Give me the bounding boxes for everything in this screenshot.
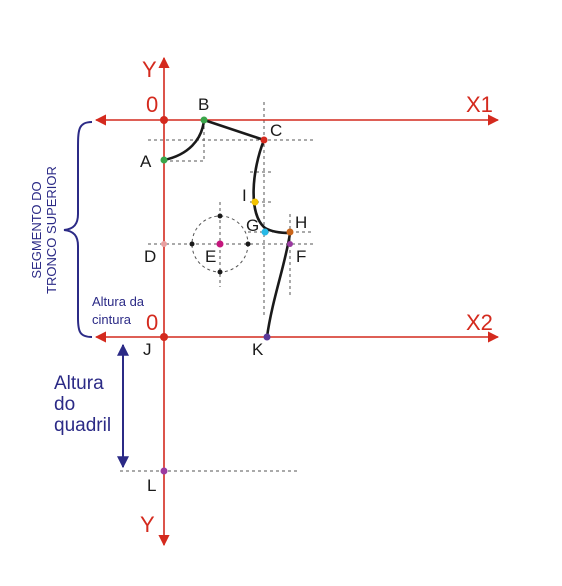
waist-label-line2: cintura: [92, 312, 132, 327]
label-l: L: [147, 476, 156, 495]
side-seam: [265, 231, 292, 339]
label-i: I: [242, 186, 247, 205]
neck-curve: [162, 118, 206, 162]
hip-label-line1: Altura: [54, 373, 104, 394]
point-l: [160, 467, 168, 475]
armhole-curve: [252, 138, 292, 235]
label-g: G: [246, 216, 259, 235]
origin-label-bottom: 0: [146, 310, 158, 335]
blue-guides: [63, 121, 129, 469]
segment-label-line1: SEGMENTO DO: [29, 181, 44, 278]
segment-label-line2: TRONCO SUPERIOR: [44, 166, 59, 294]
point-f: [287, 241, 293, 247]
point-g: [261, 228, 269, 236]
label-b: B: [198, 95, 209, 114]
point-origin-top: [160, 116, 168, 124]
point-b: [200, 116, 208, 124]
dart-point-right: [245, 241, 251, 247]
dart-point-top: [217, 213, 223, 219]
label-c: C: [270, 121, 282, 140]
label-a: A: [140, 152, 152, 171]
point-i: [251, 198, 259, 206]
label-j: J: [143, 340, 152, 359]
pattern-curves: [162, 118, 292, 339]
y-axis-label-bottom: Y: [140, 512, 155, 537]
point-d: [161, 241, 167, 247]
dart-point-left: [189, 241, 195, 247]
point-e: [216, 240, 224, 248]
label-e: E: [205, 247, 216, 266]
x2-axis-label: X2: [466, 310, 493, 335]
point-c: [260, 136, 268, 144]
origin-label-top: 0: [146, 92, 158, 117]
point-k: [263, 333, 271, 341]
point-a: [160, 156, 168, 164]
axes: [94, 56, 500, 547]
segment-label: SEGMENTO DO TRONCO SUPERIOR: [29, 166, 59, 294]
point-h: [286, 228, 294, 236]
label-k: K: [252, 340, 264, 359]
label-h: H: [295, 213, 307, 232]
dart-point-bottom: [217, 269, 223, 275]
y-axis-label-top: Y: [142, 57, 157, 82]
hip-label-line3: quadril: [54, 415, 111, 436]
point-j: [160, 333, 168, 341]
waist-label-line1: Altura da: [92, 294, 145, 309]
shoulder-line: [202, 118, 266, 142]
x1-axis-label: X1: [466, 92, 493, 117]
segment-brace: [63, 121, 93, 338]
hip-label-line2: do: [54, 394, 75, 415]
points: [160, 116, 294, 475]
label-f: F: [296, 247, 306, 266]
label-d: D: [144, 247, 156, 266]
